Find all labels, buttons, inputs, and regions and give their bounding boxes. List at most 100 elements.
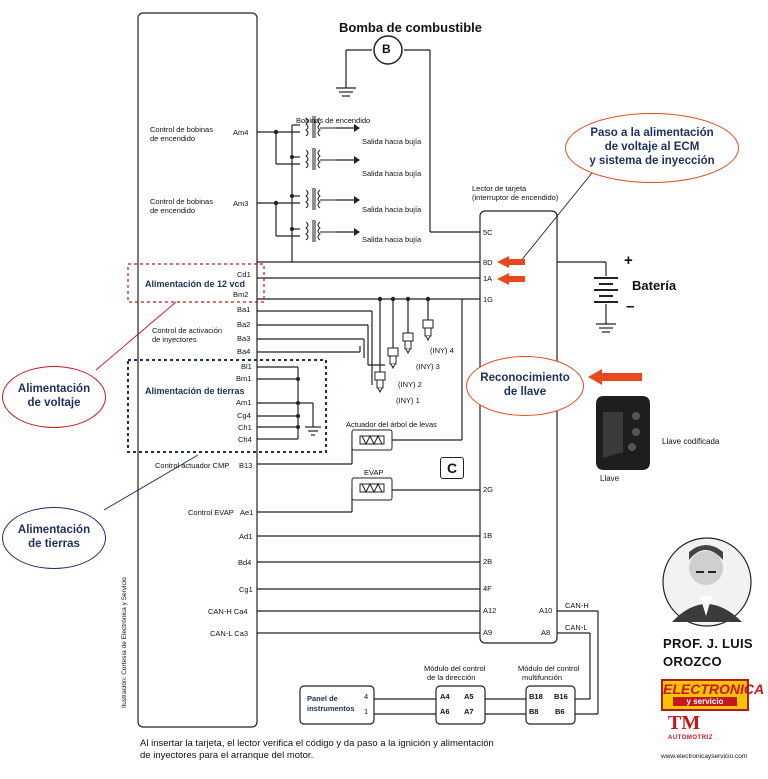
multifunction-module-box [525, 685, 576, 725]
steering-module-label-a: Módulo del control [424, 664, 486, 673]
battery-label: Batería [632, 278, 677, 293]
injector-label-1: (INY) 1 [396, 396, 420, 405]
coil-output-3: Salida hacia bujía [362, 205, 422, 214]
coil-control-label-2a: Control de bobinas [150, 197, 213, 206]
multi-module-label-a: Módulo del control [518, 664, 580, 673]
author-line-2: OROZCO [663, 654, 722, 669]
panel-pin-1: 1 [364, 707, 369, 716]
fuel-pump-letter: B [382, 42, 391, 56]
coil-control-label-1b: de encendido [150, 134, 196, 143]
injector-label-2: (INY) 2 [398, 380, 422, 389]
multi-pin-b8: B8 [529, 707, 539, 716]
multi-pin-b6: B6 [555, 707, 565, 716]
panel-pin-4: 4 [364, 692, 369, 701]
website[interactable]: www.electronicayservicio.com [661, 753, 748, 760]
injectors [374, 319, 434, 394]
pin-ba3: Ba3 [237, 334, 251, 343]
reader-pin-a12: A12 [483, 606, 497, 615]
evap-label: EVAP [364, 468, 384, 477]
coils-title: Bobinas de encendido [296, 116, 371, 125]
reader-pin-4f: 4F [483, 584, 492, 593]
pin-cg1: Cg1 [239, 585, 253, 594]
alim-tierras-label: Alimentación de tierras [145, 386, 245, 396]
steering-pin-a4: A4 [440, 692, 450, 701]
camshaft-actuator-label: Actuador del árbol de levas [346, 420, 437, 429]
multi-module-label-b: multifunción [522, 673, 563, 682]
ignition-coils [305, 116, 336, 242]
panel-label-a: Panel de [307, 694, 338, 703]
reader-pin-1g: 1G [483, 295, 494, 304]
author-photo [662, 537, 752, 627]
c-badge: C [440, 457, 464, 479]
pin-can-h: CAN-H Ca4 [208, 607, 248, 616]
can-l-label: CAN-L [565, 623, 588, 632]
fuel-pump-symbol [373, 35, 403, 65]
pin-bm1: Bm1 [236, 374, 252, 383]
instrument-panel-box [299, 685, 375, 725]
reader-pin-1b: 1B [483, 531, 493, 540]
reader-pin-a8: A8 [541, 628, 551, 637]
coil-output-4: Salida hacia bujía [362, 235, 422, 244]
pin-ae1: Ae1 [240, 508, 254, 517]
steering-pin-a5: A5 [464, 692, 474, 701]
pin-b13: B13 [239, 461, 253, 470]
battery-plus: + [624, 252, 633, 269]
vertical-credit: Ilustración: Cortesía de Electrónica y S… [121, 577, 128, 708]
injector-label-4: (INY) 4 [430, 346, 454, 355]
cmp-control-label: Control actuador CMP [155, 461, 230, 470]
reader-title-a: Lector de tarjeta [472, 184, 527, 193]
author-line-1: PROF. J. LUIS [663, 636, 753, 651]
evap-control-label: Control EVAP [188, 508, 234, 517]
steering-module-label-b: de la dirección [427, 673, 476, 682]
pin-ch1: Ch1 [238, 423, 252, 432]
reader-pin-2b: 2B [483, 557, 493, 566]
injector-control-label-b: de inyectores [152, 335, 197, 344]
pin-cd1: Cd1 [237, 270, 251, 279]
electronica-logo: ELECTRONICA y servicio [661, 679, 764, 711]
coil-output-2: Salida hacia bujía [362, 169, 422, 178]
reader-pin-2g: 2G [483, 485, 494, 494]
pin-ba4: Ba4 [237, 347, 251, 356]
coil-control-label-1a: Control de bobinas [150, 125, 213, 134]
reader-pin-1a: 1A [483, 274, 493, 283]
pin-ba2: Ba2 [237, 320, 251, 329]
fuel-pump-title: Bomba de combustible [339, 20, 483, 35]
reader-pin-a10: A10 [539, 606, 553, 615]
pin-bl1: Bl1 [241, 362, 252, 371]
reader-pin-8d: 8D [483, 258, 493, 267]
key-coded-label: Llave codificada [662, 437, 720, 446]
reader-title-b: (interruptor de encendido) [472, 193, 559, 202]
key-label: Llave [600, 474, 620, 483]
injector-control-label-a: Control de activación [152, 326, 223, 335]
key-fob-image [596, 396, 650, 470]
pin-am4: Am4 [233, 128, 249, 137]
caption-line-2: de inyectores para el arranque del motor… [140, 750, 314, 761]
multi-pin-b18: B18 [529, 692, 543, 701]
tm-logo: TM [668, 712, 701, 734]
pin-cg4: Cg4 [237, 411, 251, 420]
caption-line-1: Al insertar la tarjeta, el lector verifi… [140, 738, 494, 749]
injector-label-3: (INY) 3 [416, 362, 440, 371]
pin-ba1: Ba1 [237, 305, 251, 314]
steering-pin-a7: A7 [464, 707, 474, 716]
pin-can-l: CAN-L Ca3 [210, 629, 249, 638]
panel-label-b: instrumentos [307, 704, 355, 713]
can-h-label: CAN-H [565, 601, 589, 610]
alim-12-label: Alimentación de 12 vcd [145, 279, 246, 289]
steering-module-box [435, 685, 486, 725]
reader-pin-a9: A9 [483, 628, 493, 637]
tm-automotriz: AUTOMOTRIZ [668, 735, 713, 741]
pin-ch4: Ch4 [238, 435, 252, 444]
pin-am1: Am1 [236, 398, 252, 407]
pin-ad1: Ad1 [239, 532, 253, 541]
reader-pin-5c: 5C [483, 228, 493, 237]
battery-minus: – [626, 298, 635, 315]
steering-pin-a6: A6 [440, 707, 450, 716]
pin-am3: Am3 [233, 199, 249, 208]
pin-bm2: Bm2 [233, 290, 249, 299]
